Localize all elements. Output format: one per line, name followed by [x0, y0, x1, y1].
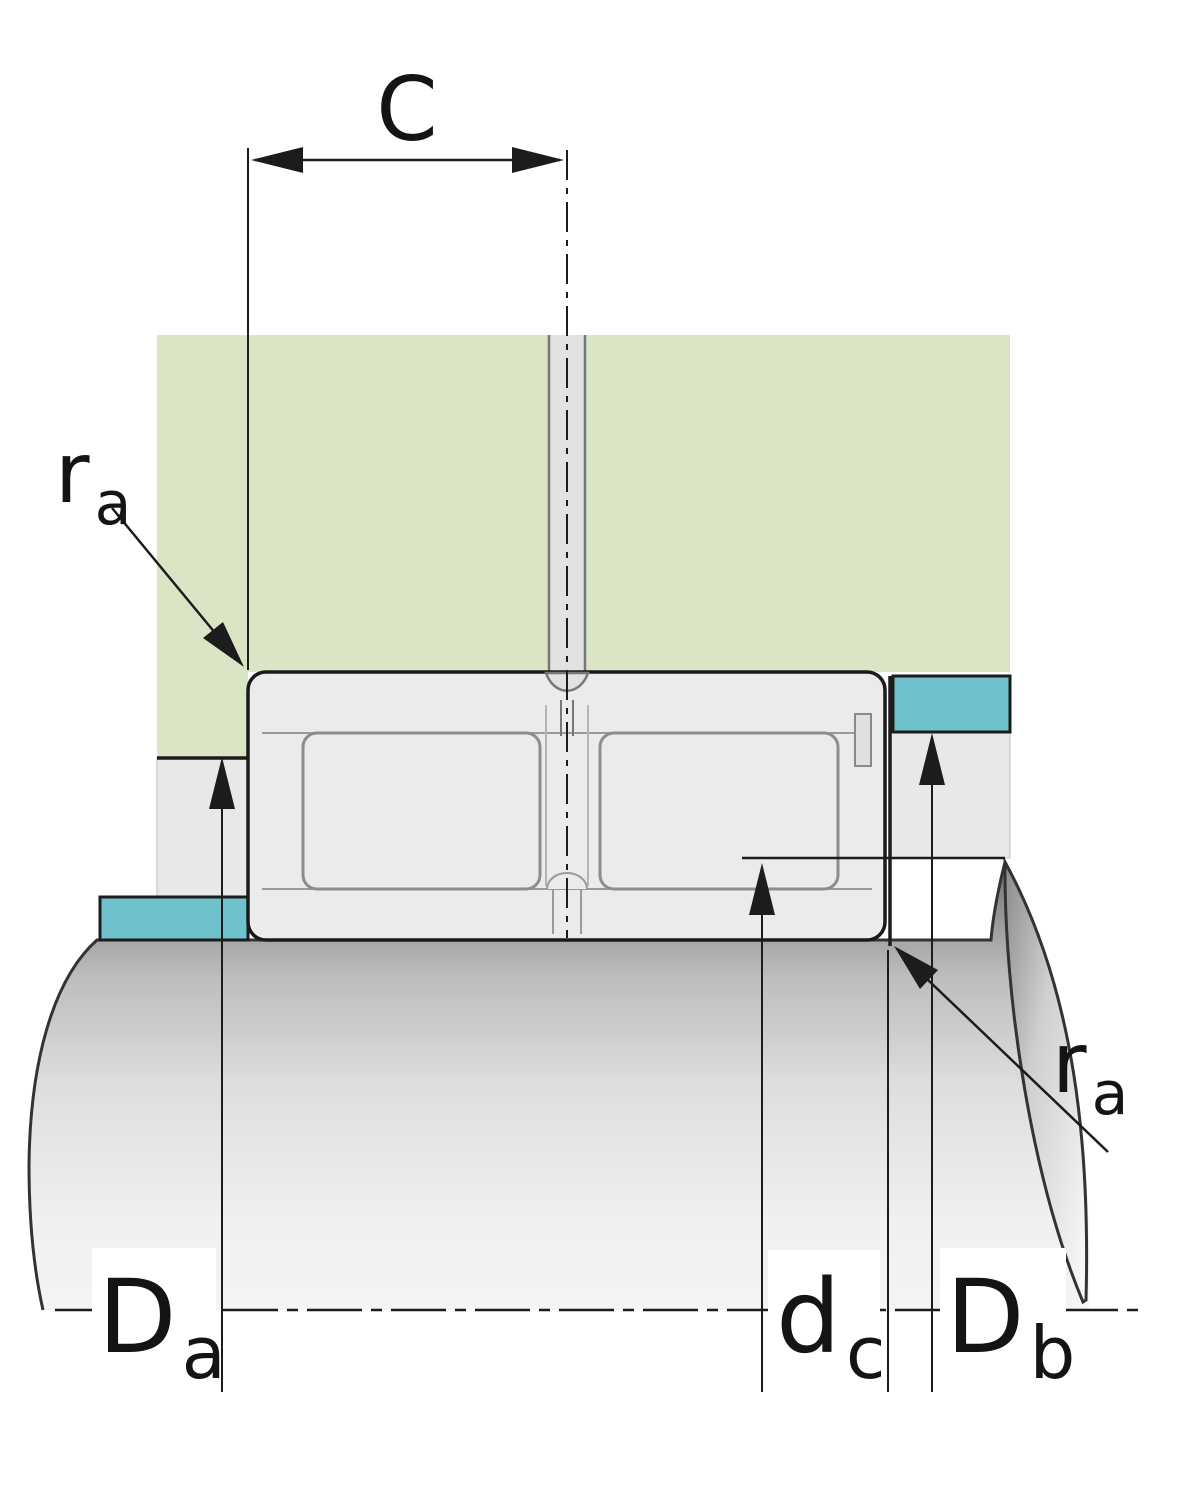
label-bg-da — [92, 1248, 216, 1382]
shaft-shoulder-fillet-highlight — [1003, 856, 1089, 1305]
dim-db-label-base: D — [946, 1258, 1025, 1377]
ra-top-label-sub: a — [95, 469, 132, 539]
shaft-body — [29, 862, 1090, 1310]
dim-da-label-base: D — [98, 1258, 177, 1377]
shaft-outline — [27, 861, 1007, 1311]
ra-bottom-label: r a — [1052, 1014, 1128, 1129]
housing-bore-step-left — [156, 757, 249, 898]
dim-dc-arrowhead-icon — [749, 863, 775, 915]
ra-bottom-arrowhead-icon — [894, 946, 938, 989]
snap-ring-groove — [854, 713, 872, 767]
roller-row-left — [301, 731, 542, 891]
dim-da-label: D a — [98, 1258, 226, 1395]
housing-left-shoulder — [157, 672, 248, 758]
label-bg-dc — [768, 1250, 880, 1382]
label-bg-db — [940, 1248, 1066, 1382]
shaft-shoulder-block-right — [889, 731, 1011, 859]
abutment-ring-right — [891, 674, 1012, 734]
dim-da-label-sub: a — [182, 1311, 226, 1395]
ra-top-arrowhead-icon — [203, 622, 244, 667]
ra-bottom-label-base: r — [1052, 1014, 1087, 1112]
dim-dc-label-sub: c — [846, 1311, 886, 1395]
roller-row-right — [598, 731, 840, 891]
dim-db-label-sub: b — [1030, 1311, 1076, 1395]
ra-bottom-label-sub: a — [1092, 1059, 1129, 1129]
dim-db-label: D b — [946, 1258, 1075, 1395]
ra-bottom-leader-line — [927, 979, 1109, 1153]
dim-dc-label: d c — [776, 1258, 885, 1395]
abutment-ring-left — [98, 895, 250, 942]
ra-top-label-base: r — [55, 424, 90, 522]
dim-db-arrowhead-icon — [919, 733, 945, 785]
ra-top-label: r a — [55, 424, 131, 539]
dim-c-arrowhead-left-icon — [251, 147, 303, 173]
dim-c-arrowhead-right-icon — [512, 147, 564, 173]
dim-dc-label-base: d — [776, 1258, 841, 1377]
ra-top-leader-line — [111, 507, 217, 635]
dim-c-label: C — [376, 58, 437, 161]
dim-da-arrowhead-icon — [209, 757, 235, 809]
